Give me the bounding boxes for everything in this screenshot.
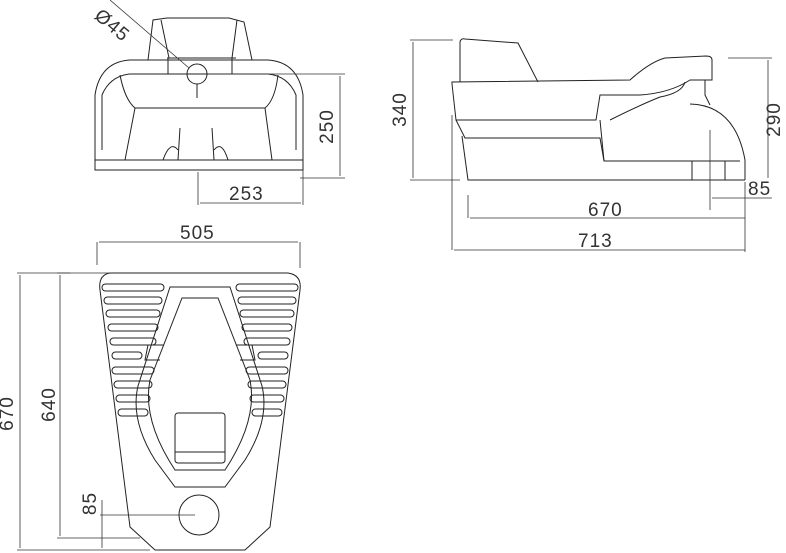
top-overall-length-label: 670 bbox=[0, 396, 18, 431]
side-base-length-label: 670 bbox=[588, 200, 623, 221]
front-width-label: 253 bbox=[229, 184, 264, 205]
front-height-label: 250 bbox=[316, 109, 338, 144]
top-outlet-center-label: 85 bbox=[80, 491, 102, 516]
top-view bbox=[17, 241, 301, 551]
side-total-height-label: 340 bbox=[389, 92, 411, 127]
grooves bbox=[101, 283, 299, 417]
side-outlet-height-label: 290 bbox=[763, 102, 785, 137]
side-view bbox=[410, 38, 772, 252]
side-total-length-label: 713 bbox=[578, 231, 613, 252]
side-outlet-offset-label: 85 bbox=[748, 179, 772, 200]
front-view bbox=[94, 0, 345, 205]
top-inner-length-label: 640 bbox=[38, 387, 60, 422]
top-width-label: 505 bbox=[180, 223, 215, 244]
